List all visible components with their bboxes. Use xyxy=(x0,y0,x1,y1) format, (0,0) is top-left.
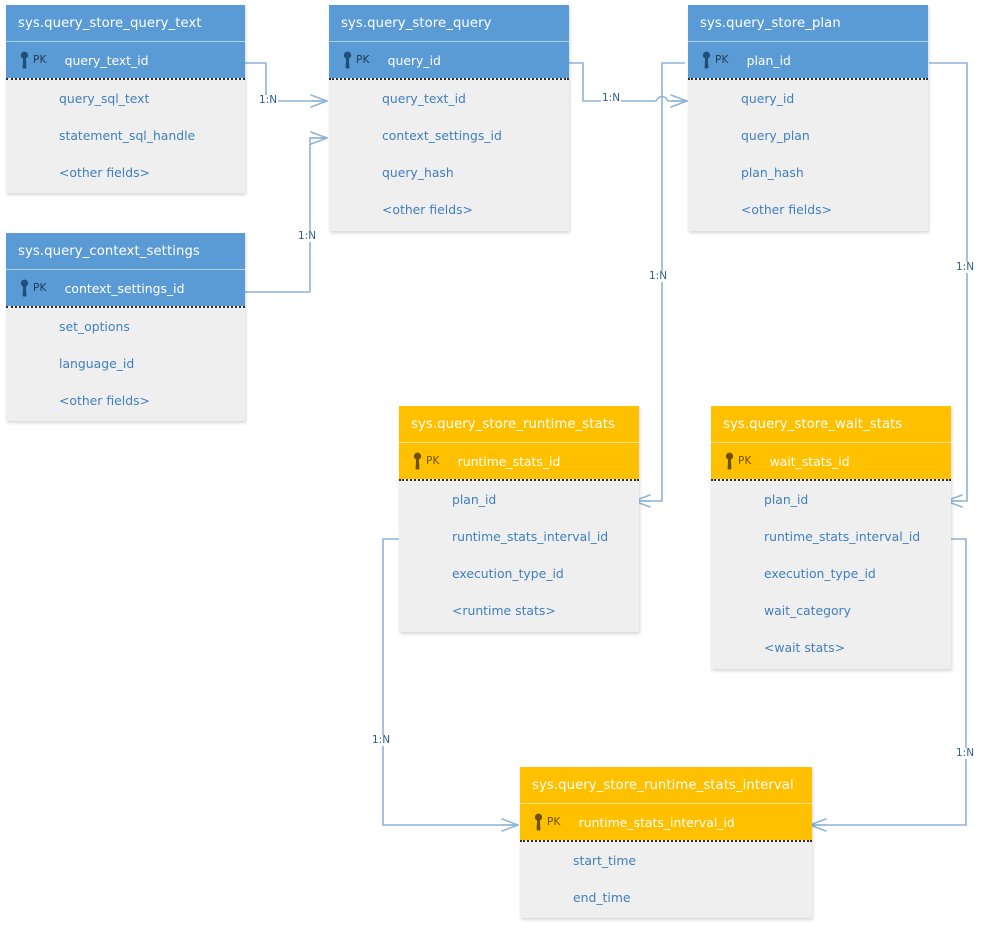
entity-title: sys.query_store_runtime_stats_interval xyxy=(520,767,812,804)
crowfoot-cs-to-q xyxy=(310,131,328,145)
relationship-label-q-to-p: 1:N xyxy=(601,92,622,104)
connector-cs-to-q xyxy=(245,137,325,293)
primary-key-row[interactable]: PK runtime_stats_id xyxy=(399,443,639,479)
field-row[interactable]: query_plan xyxy=(741,128,810,143)
field-row[interactable]: <wait stats> xyxy=(764,640,845,655)
field-row[interactable]: wait_category xyxy=(764,603,851,618)
key-icon xyxy=(18,279,31,297)
entity-query-store-wait-stats[interactable]: sys.query_store_wait_stats PK wait_stats… xyxy=(711,406,951,669)
pk-tag: PK xyxy=(715,54,729,66)
field-list: set_options language_id <other fields> xyxy=(6,308,245,419)
pk-separator xyxy=(6,306,245,308)
pk-separator xyxy=(711,479,951,481)
field-list: query_id query_plan plan_hash <other fie… xyxy=(688,80,928,228)
entity-query-store-query-text[interactable]: sys.query_store_query_text PK query_text… xyxy=(6,5,245,193)
key-icon xyxy=(411,452,424,470)
entity-title: sys.query_store_plan xyxy=(688,5,928,42)
entity-query-store-query[interactable]: sys.query_store_query PK query_id query_… xyxy=(329,5,569,231)
pk-field-name: wait_stats_id xyxy=(769,453,850,469)
pk-field-name: query_text_id xyxy=(64,52,149,68)
entity-query-store-plan[interactable]: sys.query_store_plan PK plan_id query_id… xyxy=(688,5,928,231)
pk-field-name: query_id xyxy=(387,52,441,68)
field-row[interactable]: runtime_stats_interval_id xyxy=(764,529,921,544)
key-icon xyxy=(723,452,736,470)
field-row[interactable]: plan_hash xyxy=(741,165,804,180)
connector-qt-to-q xyxy=(245,62,325,102)
pk-separator xyxy=(329,78,569,80)
connector-q-to-p xyxy=(569,62,685,102)
relationship-label-cs-to-q: 1:N xyxy=(297,230,318,242)
field-row[interactable]: query_sql_text xyxy=(59,91,150,106)
relationship-label-p-to-rs: 1:N xyxy=(648,270,669,282)
crowfoot-q-to-p xyxy=(670,94,688,108)
field-row[interactable]: query_text_id xyxy=(382,91,466,106)
field-row[interactable]: end_time xyxy=(573,890,631,905)
pk-field-name: context_settings_id xyxy=(64,280,185,296)
field-row[interactable]: set_options xyxy=(59,319,130,334)
field-row[interactable]: query_id xyxy=(741,91,795,106)
pk-tag: PK xyxy=(547,816,561,828)
primary-key-row[interactable]: PK plan_id xyxy=(688,42,928,78)
field-row[interactable]: query_hash xyxy=(382,165,454,180)
entity-title: sys.query_context_settings xyxy=(6,233,245,270)
relationship-label-rsi-to-ws: 1:N xyxy=(955,747,976,759)
field-row[interactable]: <other fields> xyxy=(382,202,473,217)
pk-tag: PK xyxy=(738,455,752,467)
field-row[interactable]: plan_id xyxy=(764,492,809,507)
field-row[interactable]: statement_sql_handle xyxy=(59,128,196,143)
field-list: query_sql_text statement_sql_handle <oth… xyxy=(6,80,245,191)
field-row[interactable]: execution_type_id xyxy=(764,566,876,581)
pk-field-name: runtime_stats_interval_id xyxy=(578,814,735,830)
entity-title: sys.query_store_query xyxy=(329,5,569,42)
primary-key-row[interactable]: PK context_settings_id xyxy=(6,270,245,306)
field-row[interactable]: context_settings_id xyxy=(382,128,502,143)
field-row[interactable]: start_time xyxy=(573,853,637,868)
field-row[interactable]: <other fields> xyxy=(59,165,150,180)
field-row[interactable]: plan_id xyxy=(452,492,497,507)
relationship-label-rsi-to-rs: 1:N xyxy=(371,734,392,746)
field-row[interactable]: language_id xyxy=(59,356,135,371)
connector-p-to-rs xyxy=(636,62,685,502)
pk-tag: PK xyxy=(356,54,370,66)
crowfoot-rsi-to-ws xyxy=(809,818,827,832)
entity-title: sys.query_store_wait_stats xyxy=(711,406,951,443)
field-row[interactable]: runtime_stats_interval_id xyxy=(452,529,609,544)
field-list: plan_id runtime_stats_interval_id execut… xyxy=(711,481,951,666)
pk-separator xyxy=(399,479,639,481)
entity-title: sys.query_store_runtime_stats xyxy=(399,406,639,443)
entity-query-store-runtime-stats-interval[interactable]: sys.query_store_runtime_stats_interval P… xyxy=(520,767,812,918)
pk-separator xyxy=(6,78,245,80)
field-list: plan_id runtime_stats_interval_id execut… xyxy=(399,481,639,629)
key-icon xyxy=(341,51,354,69)
entity-title: sys.query_store_query_text xyxy=(6,5,245,42)
field-row[interactable]: <runtime stats> xyxy=(452,603,556,618)
field-row[interactable]: execution_type_id xyxy=(452,566,564,581)
crowfoot-rsi-to-rs xyxy=(501,818,519,832)
pk-tag: PK xyxy=(33,54,47,66)
field-list: query_text_id context_settings_id query_… xyxy=(329,80,569,228)
entity-query-store-runtime-stats[interactable]: sys.query_store_runtime_stats PK runtime… xyxy=(399,406,639,632)
relationship-label-qt-to-q: 1:N xyxy=(258,94,279,106)
pk-separator xyxy=(688,78,928,80)
pk-separator xyxy=(520,840,812,842)
field-row[interactable]: <other fields> xyxy=(59,393,150,408)
entity-query-context-settings[interactable]: sys.query_context_settings PK context_se… xyxy=(6,233,245,421)
primary-key-row[interactable]: PK query_text_id xyxy=(6,42,245,78)
key-icon xyxy=(532,813,545,831)
pk-tag: PK xyxy=(426,455,440,467)
pk-field-name: plan_id xyxy=(746,52,791,68)
pk-tag: PK xyxy=(33,282,47,294)
primary-key-row[interactable]: PK runtime_stats_interval_id xyxy=(520,804,812,840)
key-icon xyxy=(700,51,713,69)
field-row[interactable]: <other fields> xyxy=(741,202,832,217)
pk-field-name: runtime_stats_id xyxy=(457,453,561,469)
primary-key-row[interactable]: PK wait_stats_id xyxy=(711,443,951,479)
primary-key-row[interactable]: PK query_id xyxy=(329,42,569,78)
crowfoot-qt-to-q xyxy=(310,94,328,108)
relationship-label-p-to-ws: 1:N xyxy=(955,261,976,273)
field-list: start_time end_time xyxy=(520,842,812,916)
key-icon xyxy=(18,51,31,69)
